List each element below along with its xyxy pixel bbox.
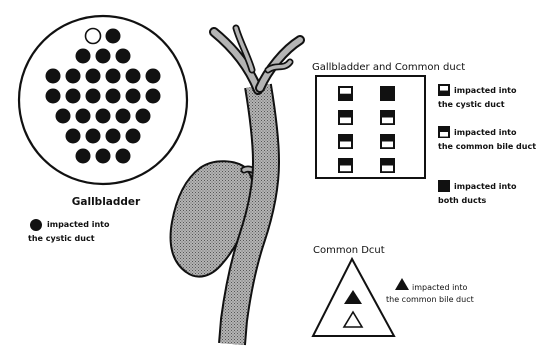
gallbladder-title: Gallbladder	[72, 196, 141, 208]
legend-line1: impacted into	[454, 182, 517, 191]
square-stone-bottom-white	[338, 110, 353, 125]
legend-line2: the common bile duct	[438, 142, 536, 151]
black-stone	[106, 89, 121, 104]
gallbladder-legend: impacted into the cystic duct	[28, 219, 110, 243]
black-stone	[46, 89, 61, 104]
square-stone-bottom-white	[380, 134, 395, 149]
black-stone-icon	[30, 219, 42, 231]
black-stone	[76, 109, 91, 124]
black-stone	[66, 129, 81, 144]
black-stone	[126, 69, 141, 84]
legend-line2: the cystic duct	[438, 100, 505, 109]
common-duct-legend-line2: the common bile duct	[386, 295, 474, 304]
black-stone	[116, 149, 131, 164]
gallbladder-legend-line2: the cystic duct	[28, 234, 95, 243]
legend-line1: impacted into	[454, 128, 517, 137]
black-stone	[96, 109, 111, 124]
black-stone	[86, 69, 101, 84]
common-duct-title: Common Dcut	[313, 245, 385, 256]
black-stone	[66, 89, 81, 104]
gb-common-duct-title: Gallbladder and Common duct	[312, 62, 465, 73]
gb-and-common-duct-panel: Gallbladder and Common duct impacted int…	[312, 62, 536, 205]
common-duct-legend: impacted into the common bile duct	[386, 278, 474, 304]
biliary-organ-illustration	[171, 28, 300, 344]
legend-top-white-icon	[438, 84, 450, 96]
legend-black-icon	[438, 180, 450, 192]
black-stone	[96, 49, 111, 64]
square-stone-bottom-white	[338, 158, 353, 173]
legend-line2: both ducts	[438, 196, 487, 205]
black-stone	[86, 89, 101, 104]
square-stone-bottom-white	[380, 110, 395, 125]
black-stone	[56, 109, 71, 124]
black-stone	[106, 29, 121, 44]
black-stone	[106, 129, 121, 144]
square-stone-black	[380, 86, 395, 101]
legend-bottom-white-icon	[438, 126, 450, 138]
black-stone	[126, 89, 141, 104]
square-stone-bottom-white	[380, 158, 395, 173]
black-stone	[66, 69, 81, 84]
black-stone	[126, 129, 141, 144]
square-stone-bottom-white	[338, 134, 353, 149]
legend-line1: impacted into	[454, 86, 517, 95]
black-stone	[116, 109, 131, 124]
common-duct-panel: Common Dcut impacted into the common bil…	[313, 245, 474, 336]
black-stone	[46, 69, 61, 84]
black-stone	[116, 49, 131, 64]
black-triangle-icon	[395, 278, 409, 290]
black-stone	[76, 149, 91, 164]
gb-common-duct-legend: impacted into the cystic duct impacted int…	[438, 84, 536, 205]
black-stone	[146, 69, 161, 84]
black-stone	[76, 49, 91, 64]
white-stone	[86, 29, 101, 44]
black-stone	[136, 109, 151, 124]
gb-common-duct-frame	[316, 76, 425, 178]
black-stone	[146, 89, 161, 104]
gallbladder-panel: Gallbladder impacted into the cystic duc…	[19, 16, 187, 243]
black-stone	[96, 149, 111, 164]
gallbladder-legend-line1: impacted into	[47, 220, 110, 229]
black-stone	[106, 69, 121, 84]
black-stone	[86, 129, 101, 144]
square-stone-top-white	[338, 86, 353, 101]
common-duct-legend-line1: impacted into	[412, 283, 468, 292]
